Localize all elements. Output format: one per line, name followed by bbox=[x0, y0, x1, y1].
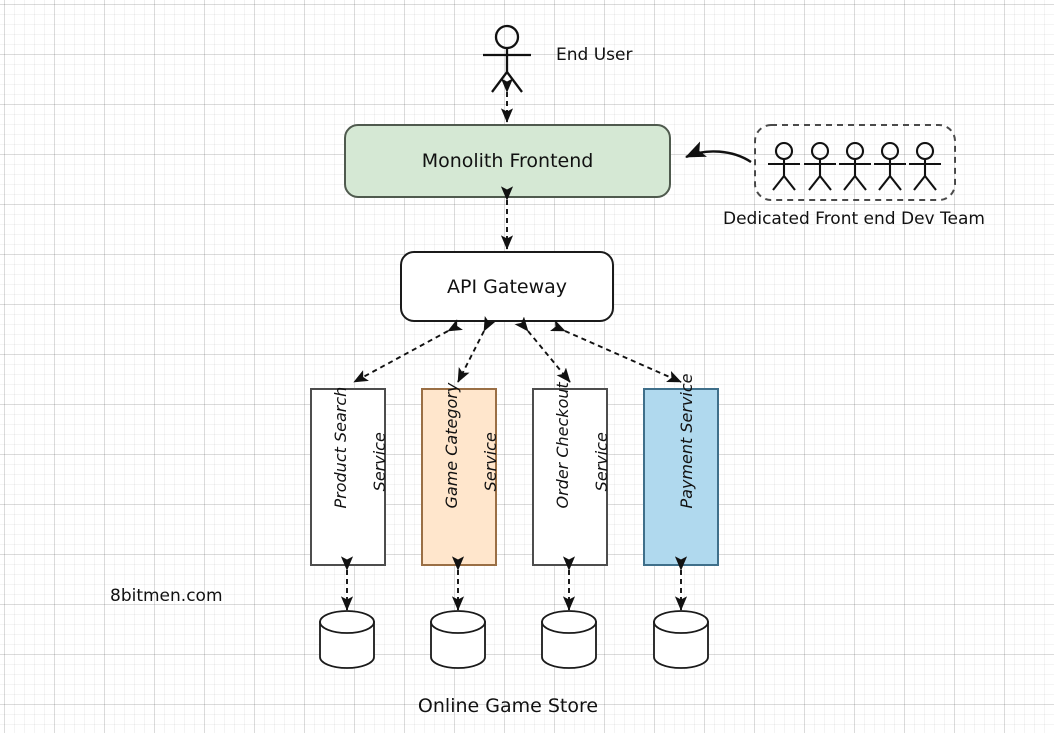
service-label-line1: Game Category bbox=[441, 382, 461, 509]
dev-stick-figure-3 bbox=[839, 141, 871, 191]
dev-team-label: Dedicated Front end Dev Team bbox=[723, 209, 985, 229]
dev-stick-figure-4 bbox=[874, 141, 906, 191]
monolith-frontend-label: Monolith Frontend bbox=[421, 150, 594, 172]
connector-apigateway-services bbox=[353, 316, 682, 383]
dev-stick-figure-5 bbox=[909, 141, 941, 191]
diagram-caption: Online Game Store bbox=[417, 695, 599, 717]
service-label-line1: Product Search bbox=[330, 386, 350, 509]
watermark-label: 8bitmen.com bbox=[110, 586, 223, 606]
dev-team-stick-figures bbox=[768, 141, 941, 191]
api-gateway-box[interactable] bbox=[400, 251, 614, 322]
service-label-line2: Service bbox=[480, 432, 500, 492]
dev-team-group-box bbox=[754, 124, 956, 201]
end-user-label: End User bbox=[556, 45, 633, 65]
service-box-product-search-service[interactable] bbox=[310, 388, 386, 566]
service-label-payment-service: Payment Service bbox=[619, 374, 743, 509]
service-box-game-category-service[interactable] bbox=[421, 388, 497, 566]
dev-stick-figure-1 bbox=[768, 141, 800, 191]
service-label-order-checkout-service: Order Checkout Service bbox=[508, 382, 632, 514]
service-label-line1: Order Checkout bbox=[552, 382, 572, 509]
connector-devteam-monolith bbox=[685, 141, 752, 164]
database-cylinder-game-category-db bbox=[430, 610, 486, 669]
connector-services-databases bbox=[340, 556, 688, 611]
database-cylinder-payment-db bbox=[653, 610, 709, 669]
database-cylinder-product-search-db bbox=[319, 610, 375, 669]
service-label-line2: Service bbox=[591, 432, 611, 492]
api-gateway-label: API Gateway bbox=[446, 276, 568, 298]
end-user-stick-figure bbox=[483, 24, 531, 93]
dev-stick-figure-2 bbox=[804, 141, 836, 191]
service-label-product-search-service: Product Search Service bbox=[286, 387, 410, 514]
service-label-line1: Payment Service bbox=[676, 373, 696, 509]
service-box-payment-service[interactable] bbox=[643, 388, 719, 566]
service-label-game-category-service: Game Category Service bbox=[397, 383, 521, 514]
database-cylinder-order-checkout-db bbox=[541, 610, 597, 669]
service-label-line2: Service bbox=[369, 432, 389, 492]
service-box-order-checkout-service[interactable] bbox=[532, 388, 608, 566]
